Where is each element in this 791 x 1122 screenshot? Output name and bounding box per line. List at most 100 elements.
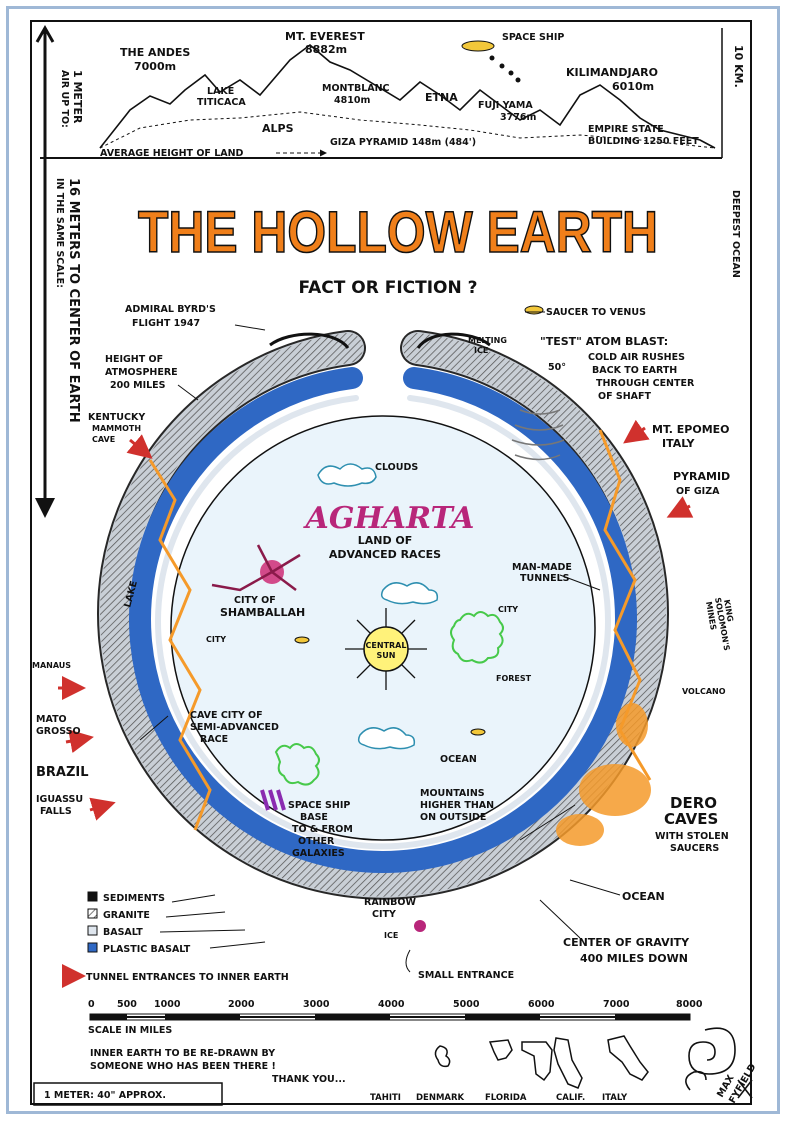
montblanc-height: 4810m bbox=[334, 95, 370, 106]
cave-city-3: RACE bbox=[200, 734, 228, 745]
footer-note-2: SOMEONE WHO HAS BEEN THERE ! bbox=[90, 1061, 276, 1072]
iguassu-label-1: IGUASSU bbox=[36, 794, 83, 805]
forest-label: FOREST bbox=[496, 674, 532, 683]
land-of-label-1: LAND OF bbox=[358, 534, 413, 547]
place-california: CALIF. bbox=[556, 1093, 585, 1103]
clouds bbox=[317, 463, 439, 750]
volcano-label: VOLCANO bbox=[682, 687, 726, 696]
tahiti-icon bbox=[434, 1045, 451, 1068]
same-scale-label: IN THE SAME SCALE: bbox=[54, 178, 65, 288]
air-label-2: 1 METER bbox=[71, 70, 84, 124]
stolen-label-1: WITH STOLEN bbox=[655, 831, 729, 842]
kilimandjaro-height: 6010m bbox=[612, 80, 654, 93]
central-sun-label-2: SUN bbox=[377, 651, 396, 660]
mato-grosso-1: MATO bbox=[36, 714, 67, 725]
scale-tick: 500 bbox=[117, 999, 137, 1010]
scale-tick: 1000 bbox=[154, 999, 181, 1010]
air-label-1: AIR UP TO: bbox=[59, 70, 70, 128]
man-made-label-2: TUNNELS bbox=[520, 573, 570, 584]
scale-tick: 3000 bbox=[303, 999, 330, 1010]
legend-swatch-granite bbox=[87, 908, 98, 919]
city-right-label: CITY bbox=[498, 605, 518, 614]
city-left-label: CITY bbox=[206, 635, 226, 644]
kentucky-label-2: MAMMOTH bbox=[92, 424, 141, 433]
outer-ocean-label: OCEAN bbox=[622, 890, 665, 903]
scale-ticks: 0 500 1000 2000 3000 4000 5000 6000 7000… bbox=[88, 999, 703, 1010]
cave-city-2: SEMI-ADVANCED bbox=[190, 722, 279, 733]
scale-label: SCALE IN MILES bbox=[88, 1025, 172, 1036]
ice-label: ICE bbox=[384, 931, 398, 940]
byrd-label-2: FLIGHT 1947 bbox=[132, 318, 200, 329]
place-outlines bbox=[434, 1035, 649, 1089]
footer-note-1: INNER EARTH TO BE RE-DRAWN BY bbox=[90, 1048, 275, 1059]
epomeo-label-1: MT. EPOMEO bbox=[652, 423, 730, 436]
atmosphere-label-3: 200 MILES bbox=[110, 380, 166, 391]
kentucky-label-1: KENTUCKY bbox=[88, 412, 145, 423]
dero-label-1: DERO bbox=[670, 794, 717, 812]
place-florida: FLORIDA bbox=[485, 1093, 527, 1103]
spaceship-header-label: SPACE SHIP bbox=[502, 32, 564, 43]
etna-label: ETNA bbox=[425, 91, 458, 104]
avg-land-label: AVERAGE HEIGHT OF LAND bbox=[100, 148, 244, 159]
atom-blast-1: "TEST" ATOM BLAST: bbox=[540, 335, 668, 348]
shamballah-icon bbox=[211, 544, 301, 592]
axis-down-arrow-icon bbox=[35, 498, 55, 518]
spaceship-base-2: BASE bbox=[300, 812, 328, 823]
atom-blast-2: COLD AIR RUSHES bbox=[588, 352, 685, 363]
tunnel-entrance-arrows bbox=[58, 419, 694, 988]
legend-label-granite: GRANITE bbox=[103, 910, 150, 921]
deepest-ocean-label: DEEPEST OCEAN bbox=[730, 190, 741, 278]
gravity-label-2: 400 MILES DOWN bbox=[580, 952, 688, 965]
inner-ocean-label: OCEAN bbox=[440, 754, 477, 765]
shamballah-label-1: CITY OF bbox=[234, 595, 276, 606]
place-tahiti: TAHITI bbox=[370, 1093, 401, 1103]
spaceship-base-3: TO & FROM bbox=[292, 824, 353, 835]
center-earth-label: 16 METERS TO CENTER OF EARTH bbox=[66, 178, 81, 423]
place-italy: ITALY bbox=[602, 1093, 628, 1103]
empire-label-2: BUILDING 1250 FEET bbox=[588, 136, 699, 147]
iguassu-label-2: FALLS bbox=[40, 806, 72, 817]
denmark-icon bbox=[488, 1039, 513, 1061]
alps-label: ALPS bbox=[262, 122, 294, 135]
king-solomon-1: KING bbox=[722, 599, 735, 623]
central-sun-icon bbox=[345, 608, 427, 690]
stolen-label-2: SAUCERS bbox=[670, 843, 719, 854]
gravity-label-1: CENTER OF GRAVITY bbox=[563, 936, 690, 949]
everest-height: 8882m bbox=[305, 43, 347, 56]
fujiyama-label: FUJI YAMA bbox=[478, 100, 533, 111]
mountains-label-1: MOUNTAINS bbox=[420, 788, 485, 799]
fujiyama-height: 3776m bbox=[500, 112, 536, 123]
meter-box bbox=[33, 1082, 223, 1106]
small-entrance-label: SMALL ENTRANCE bbox=[418, 970, 514, 981]
mato-grosso-2: GROSSO bbox=[36, 726, 81, 737]
agharta-title: AGHARTA bbox=[303, 501, 475, 536]
angle-label: 50° bbox=[548, 362, 566, 373]
atmosphere-label-1: HEIGHT OF bbox=[105, 354, 163, 365]
mountain-silhouette bbox=[99, 43, 716, 149]
scale-tick: 0 bbox=[88, 999, 95, 1010]
central-sun-label-1: CENTRAL bbox=[366, 641, 407, 650]
axis-up-arrow-icon bbox=[35, 24, 55, 43]
mountains-label-3: ON OUTSIDE bbox=[420, 812, 486, 823]
empire-label-1: EMPIRE STATE bbox=[588, 124, 664, 135]
kentucky-label-3: CAVE bbox=[92, 435, 115, 444]
everest-label: MT. EVEREST bbox=[285, 30, 365, 43]
spaceship-trail bbox=[489, 55, 521, 83]
subtitle: FACT OR FICTION ? bbox=[298, 278, 477, 298]
pyramid-label-1: PYRAMID bbox=[673, 470, 730, 483]
florida-icon bbox=[521, 1041, 553, 1082]
legend-label-plastic-basalt: PLASTIC BASALT bbox=[103, 944, 191, 955]
header-spaceship-icon bbox=[461, 40, 495, 52]
epomeo-label-2: ITALY bbox=[662, 437, 696, 450]
melting-ice-1: MELTING bbox=[468, 336, 507, 345]
legend-label-basalt: BASALT bbox=[103, 927, 143, 938]
pyramid-label-2: OF GIZA bbox=[676, 486, 720, 497]
scale-tick: 6000 bbox=[528, 999, 555, 1010]
place-denmark: DENMARK bbox=[416, 1093, 465, 1103]
andes-label: THE ANDES bbox=[120, 46, 190, 59]
giza-header-label: GIZA PYRAMID 148m (484') bbox=[330, 137, 476, 148]
andes-height: 7000m bbox=[134, 60, 176, 73]
forest-icon bbox=[274, 611, 504, 786]
rainbow-city-1: RAINBOW bbox=[364, 897, 416, 908]
